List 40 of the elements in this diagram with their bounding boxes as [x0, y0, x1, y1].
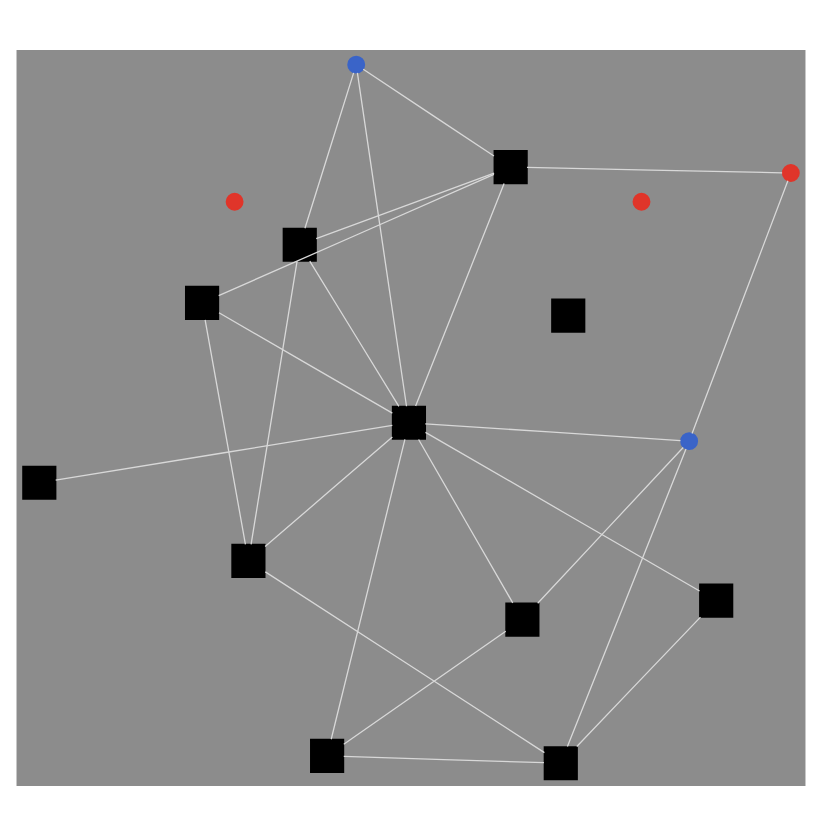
node-circle [347, 55, 366, 74]
connector [424, 423, 682, 442]
node-circle [781, 164, 800, 182]
connector [264, 436, 393, 548]
connector [417, 438, 514, 604]
connector [330, 438, 406, 740]
node-circle [632, 192, 651, 211]
node-box [551, 298, 586, 333]
node-box [543, 746, 578, 781]
connector [362, 68, 495, 157]
connector [526, 166, 783, 174]
node-box [282, 227, 317, 262]
connector [537, 446, 684, 604]
node-box [310, 738, 345, 773]
connector [309, 260, 400, 407]
connector [204, 319, 247, 545]
node-box [699, 583, 734, 618]
connector [304, 72, 355, 229]
node-box [391, 405, 427, 440]
connector [424, 431, 701, 592]
connector [55, 424, 393, 481]
node-circle [225, 192, 244, 211]
connector [414, 182, 505, 407]
connector [356, 72, 408, 407]
connector [566, 448, 687, 748]
connector [218, 312, 393, 414]
node-box [505, 602, 540, 637]
node-circle [680, 432, 699, 451]
node-box [22, 465, 57, 500]
node-box [185, 285, 220, 320]
connector [315, 172, 495, 240]
connector [264, 571, 546, 754]
connector [576, 616, 702, 748]
node-box [493, 150, 528, 185]
connector [218, 173, 495, 297]
connector [343, 630, 507, 745]
connector [691, 180, 789, 435]
connector [343, 755, 545, 764]
connector [250, 260, 298, 545]
node-box [231, 543, 266, 578]
